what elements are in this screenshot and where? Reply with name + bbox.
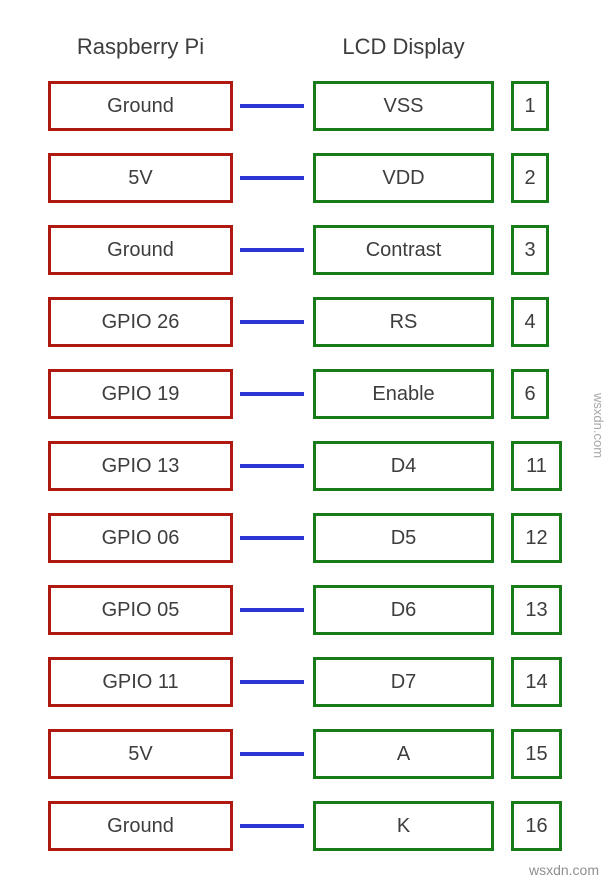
- wire-connector: [240, 464, 304, 468]
- wiring-row: GPIO 06 D5 12: [0, 513, 607, 563]
- lcd-pin-box: VSS: [313, 81, 494, 131]
- wire-connector: [240, 536, 304, 540]
- pi-pin-box: GPIO 11: [48, 657, 233, 707]
- wire-connector: [240, 248, 304, 252]
- pin-number-box: 4: [511, 297, 549, 347]
- wiring-row: Ground Contrast 3: [0, 225, 607, 275]
- lcd-pin-box: RS: [313, 297, 494, 347]
- pi-pin-box: 5V: [48, 729, 233, 779]
- lcd-pin-box: K: [313, 801, 494, 851]
- wiring-row: GPIO 26 RS 4: [0, 297, 607, 347]
- lcd-pin-box: D6: [313, 585, 494, 635]
- lcd-pin-box: D7: [313, 657, 494, 707]
- lcd-pin-box: Enable: [313, 369, 494, 419]
- wire-connector: [240, 392, 304, 396]
- lcd-pin-box: D4: [313, 441, 494, 491]
- pin-number-box: 13: [511, 585, 562, 635]
- pin-number-box: 11: [511, 441, 562, 491]
- wire-connector: [240, 608, 304, 612]
- wire-connector: [240, 320, 304, 324]
- pi-pin-box: Ground: [48, 801, 233, 851]
- lcd-pin-box: A: [313, 729, 494, 779]
- pi-pin-box: GPIO 26: [48, 297, 233, 347]
- pin-number-box: 16: [511, 801, 562, 851]
- pi-pin-box: 5V: [48, 153, 233, 203]
- pi-pin-box: Ground: [48, 225, 233, 275]
- wiring-row: GPIO 11 D7 14: [0, 657, 607, 707]
- pin-number-box: 3: [511, 225, 549, 275]
- watermark-side: wsxdn.com: [591, 393, 606, 459]
- wiring-row: Ground VSS 1: [0, 81, 607, 131]
- lcd-pin-box: VDD: [313, 153, 494, 203]
- pi-pin-box: GPIO 13: [48, 441, 233, 491]
- wiring-row: GPIO 13 D4 11: [0, 441, 607, 491]
- pin-number-box: 2: [511, 153, 549, 203]
- pin-number-box: 15: [511, 729, 562, 779]
- pin-number-box: 1: [511, 81, 549, 131]
- pi-pin-box: GPIO 05: [48, 585, 233, 635]
- wire-connector: [240, 104, 304, 108]
- lcd-pin-box: D5: [313, 513, 494, 563]
- wiring-row: GPIO 19 Enable 6: [0, 369, 607, 419]
- pin-number-box: 12: [511, 513, 562, 563]
- wire-connector: [240, 176, 304, 180]
- lcd-pin-box: Contrast: [313, 225, 494, 275]
- pin-number-box: 6: [511, 369, 549, 419]
- wiring-row: Ground K 16: [0, 801, 607, 851]
- pi-pin-box: GPIO 06: [48, 513, 233, 563]
- pi-pin-box: GPIO 19: [48, 369, 233, 419]
- watermark-bottom: wsxdn.com: [528, 862, 599, 878]
- wiring-row: 5V A 15: [0, 729, 607, 779]
- lcd-display-column-header: LCD Display: [342, 34, 465, 59]
- pi-pin-box: Ground: [48, 81, 233, 131]
- wire-connector: [240, 680, 304, 684]
- wiring-row: GPIO 05 D6 13: [0, 585, 607, 635]
- pin-number-box: 14: [511, 657, 562, 707]
- wiring-row: 5V VDD 2: [0, 153, 607, 203]
- wire-connector: [240, 824, 304, 828]
- raspberry-pi-column-header: Raspberry Pi: [76, 34, 205, 59]
- wire-connector: [240, 752, 304, 756]
- wiring-rows: Ground VSS 1 5V VDD 2 Ground Contrast 3 …: [0, 81, 607, 851]
